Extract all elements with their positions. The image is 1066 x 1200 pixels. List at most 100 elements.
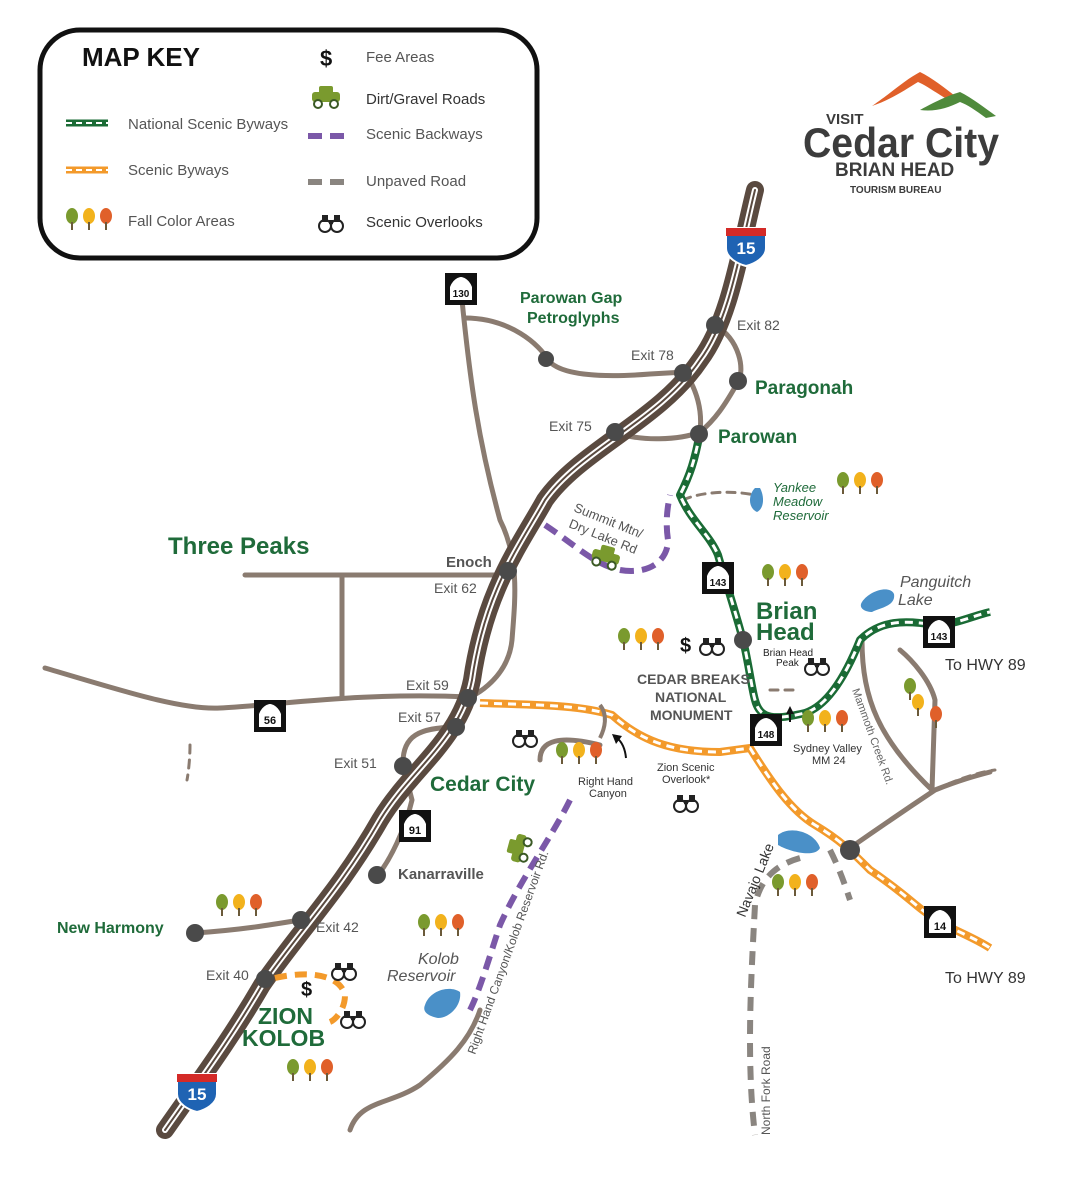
shield-ut143-north: 143 (702, 562, 734, 594)
shield-ut143-east-number: 143 (931, 632, 948, 643)
water-bodies (424, 488, 895, 1018)
legend-national-byways-label: National Scenic Byways (128, 116, 288, 133)
label-yankee-1: Yankee (773, 480, 816, 495)
road-kolob-lower (347, 1007, 483, 1133)
shield-ut148: 148 (750, 714, 782, 746)
road-paragonah-loop (612, 322, 744, 442)
label-exit75: Exit 75 (549, 418, 592, 434)
unpaved-hwy56-south (185, 743, 192, 782)
road-hwy56 (42, 665, 473, 711)
shield-ut143-east: 143 (923, 616, 955, 648)
label-cedar-breaks-2: NATIONAL (655, 689, 727, 705)
label-exit59: Exit 59 (406, 677, 449, 693)
label-brian-head-peak-1: Brian Head (763, 648, 813, 659)
dot-brian-head (734, 631, 752, 649)
shield-ut91: 91 (399, 810, 431, 842)
label-exit57: Exit 57 (398, 709, 441, 725)
byway-zion-kolob (274, 971, 348, 1025)
shield-ut56: 56 (254, 700, 286, 732)
legend-dirt-roads-label: Dirt/Gravel Roads (366, 91, 485, 108)
arrow-right-hand-canyon-head (612, 734, 622, 744)
fall-color-icon (556, 742, 602, 764)
label-exit82: Exit 82 (737, 317, 780, 333)
scenic-byways (274, 699, 993, 1025)
fall-color-icon (837, 472, 883, 494)
fee-icon: $ (320, 46, 332, 71)
shield-ut130: 130 (445, 273, 477, 305)
logo-visit: VISIT (826, 111, 864, 128)
label-panguitch-1: Panguitch (900, 574, 971, 591)
logo-brian-head: BRIAN HEAD (835, 160, 954, 181)
label-exit51: Exit 51 (334, 755, 377, 771)
unpaved-yankee (681, 490, 757, 502)
legend-fee-label: Fee Areas (366, 49, 434, 66)
map-key: MAP KEY National Scenic Byways Scenic By… (37, 27, 540, 261)
dot-exit40 (256, 970, 274, 988)
dot-kanarraville (368, 866, 386, 884)
unpaved-mammoth-east (933, 768, 997, 792)
road-new-harmony (192, 917, 303, 936)
label-brian-head-peak-2: Peak (776, 658, 800, 669)
jeep-icon (503, 830, 535, 866)
logo-mountain-orange (872, 72, 955, 106)
label-exit42: Exit 42 (316, 919, 359, 935)
shield-i15-north-number: 15 (737, 239, 756, 258)
label-exit40: Exit 40 (206, 967, 249, 983)
road-mammoth (859, 637, 938, 793)
dot-exit59 (459, 689, 477, 707)
shield-ut143-north-number: 143 (710, 578, 727, 589)
binoculars-icon (512, 729, 538, 748)
fall-color-icon (762, 564, 808, 586)
label-parowan: Parowan (718, 427, 797, 448)
arrow-right-hand-canyon (616, 737, 627, 759)
legend-backways-label: Scenic Backways (366, 126, 483, 143)
arrow-sydney-valley-head (786, 706, 794, 714)
dot-new-harmony (186, 924, 204, 942)
label-to-hwy89-south: To HWY 89 (945, 970, 1026, 987)
label-right-hand-1: Right Hand (578, 776, 633, 788)
label-new-harmony: New Harmony (57, 920, 164, 937)
byway-right-hand (598, 703, 607, 739)
shield-i15-north: 15 (725, 227, 767, 268)
dot-exit42 (292, 911, 310, 929)
label-zion: ZION (258, 1003, 313, 1029)
shield-ut91-number: 91 (409, 825, 421, 837)
legend-fall-color-label: Fall Color Areas (128, 213, 235, 230)
logo-tourism-bureau: TOURISM BUREAU (850, 185, 941, 196)
fall-color-icon (287, 1059, 333, 1081)
label-right-hand-2: Canyon (589, 788, 627, 800)
label-cedar-breaks-1: CEDAR BREAKS (637, 671, 750, 687)
label-kanarraville: Kanarraville (398, 866, 484, 883)
label-cedar-city: Cedar City (430, 773, 535, 796)
navajo-lake-water (778, 830, 820, 854)
unpaved-navajo (827, 848, 853, 901)
panguitch-lake-water (860, 589, 895, 612)
label-panguitch-2: Lake (898, 592, 933, 609)
fee-icon: $ (680, 635, 691, 657)
label-cedar-breaks-3: MONUMENT (650, 707, 733, 723)
binoculars-icon (804, 657, 830, 676)
label-kolob-res-2: Reservoir (387, 968, 456, 985)
unpaved-roads (746, 848, 853, 1136)
shield-i15-south-number: 15 (188, 1085, 207, 1104)
backway-summit-mtn (543, 494, 673, 574)
binoculars-icon (340, 1010, 366, 1029)
visit-cedar-city-logo: VISIT Cedar City BRIAN HEAD TOURISM BURE… (803, 72, 1000, 196)
label-yankee-2: Meadow (773, 494, 824, 509)
label-parowan-gap-1: Parowan Gap (520, 290, 622, 307)
map-key-title: MAP KEY (82, 42, 200, 72)
dot-parowan (690, 425, 708, 443)
fall-color-icon (802, 710, 848, 732)
binoculars-icon (699, 637, 725, 656)
shield-ut130-number: 130 (453, 289, 470, 300)
label-parowan-gap-2: Petroglyphs (527, 310, 620, 327)
unpaved-north-fork (746, 855, 801, 1136)
dot-exit78 (674, 364, 692, 382)
dot-paragonah (729, 372, 747, 390)
binoculars-icon (673, 794, 699, 813)
dot-parowan-gap (538, 351, 554, 367)
fall-color-icon (216, 894, 262, 916)
scenic-backways (467, 494, 673, 1012)
local-roads (42, 297, 993, 1133)
dot-junction-143-14 (840, 840, 860, 860)
